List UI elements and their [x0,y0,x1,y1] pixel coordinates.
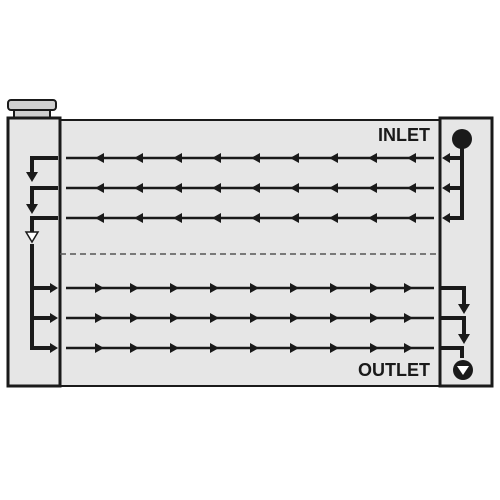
arrowhead-icon [290,283,299,293]
outlet-flow-paths [440,286,466,358]
arrowhead-icon [290,343,299,353]
arrowhead-icon [407,213,416,223]
arrowhead-icon [95,183,104,193]
arrowhead-icon [210,343,219,353]
arrowhead-icon [170,313,179,323]
arrowhead-icon [130,343,139,353]
arrowhead-icon [173,183,182,193]
arrowhead-icon [170,343,179,353]
arrowhead-icon [329,183,338,193]
arrowhead-icon [173,213,182,223]
arrowhead-icon [95,213,104,223]
right-tank [438,116,494,388]
arrowhead-icon [290,213,299,223]
arrowhead-icon [134,213,143,223]
arrowhead-icon [251,153,260,163]
arrowhead-icon [95,313,104,323]
arrowhead-icon [290,183,299,193]
arrowhead-icon [130,283,139,293]
arrowhead-icon [170,283,179,293]
arrowhead-icon [250,343,259,353]
arrowhead-icon [251,213,260,223]
arrowhead-icon [290,313,299,323]
outlet-flow-arrowheads [458,304,470,344]
arrowhead-icon [212,153,221,163]
arrowhead-icon [370,343,379,353]
crossover-flow-paths [30,156,58,350]
arrowhead-icon [250,283,259,293]
arrowhead-icon [368,183,377,193]
arrowhead-icon [407,183,416,193]
arrowhead-icon [173,153,182,163]
arrowhead-icon [134,183,143,193]
arrowhead-icon [330,343,339,353]
arrowhead-icon [210,313,219,323]
arrowhead-icon [250,313,259,323]
filler-cap-icon [7,99,57,119]
arrowhead-icon [95,343,104,353]
arrowhead-icon [212,213,221,223]
outlet-label: OUTLET [358,360,430,380]
arrowhead-icon [95,153,104,163]
arrowhead-icon [210,283,219,293]
inlet-port-icon [452,129,472,149]
arrowhead-icon [95,283,104,293]
arrowhead-icon [407,153,416,163]
arrowhead-icon [368,213,377,223]
arrowhead-icon [370,313,379,323]
arrowhead-icon [330,283,339,293]
arrowhead-icon [370,283,379,293]
arrowhead-icon [404,313,413,323]
arrowhead-icon [404,343,413,353]
arrowhead-icon [329,213,338,223]
arrowhead-icon [290,153,299,163]
tube-group [66,153,434,353]
arrowhead-icon [134,153,143,163]
arrowhead-icon [329,153,338,163]
arrowhead-icon [212,183,221,193]
arrowhead-icon [330,313,339,323]
inlet-label: INLET [378,125,430,145]
arrowhead-icon [404,283,413,293]
arrowhead-icon [368,153,377,163]
crossover-flow-arrowheads [24,172,58,353]
arrowhead-icon [130,313,139,323]
inlet-flow-arrowheads [442,153,450,223]
arrowhead-icon [251,183,260,193]
outlet-port-icon [453,360,473,380]
